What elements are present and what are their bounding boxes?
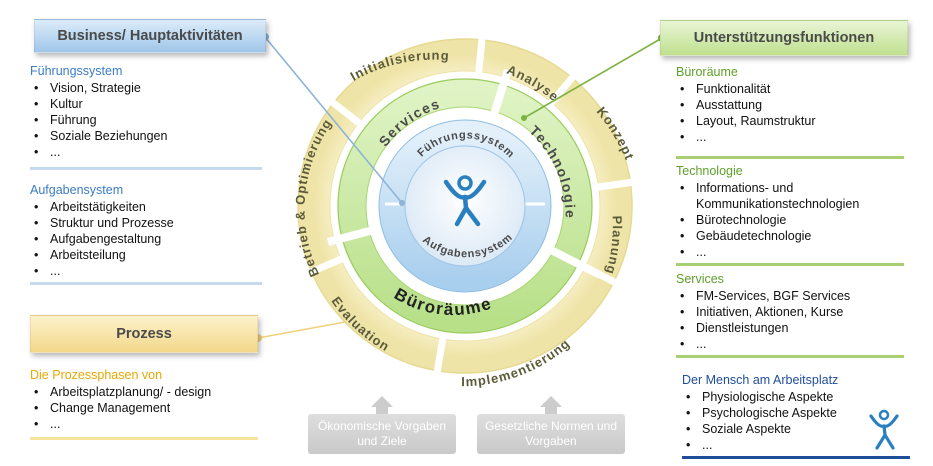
services-list: FM-Services, BGF Services Initiativen, A… [676,288,904,352]
outer-ring [298,39,632,373]
services-section: Services FM-Services, BGF Services Initi… [676,272,904,358]
inner-ring-edge [378,119,552,293]
fuehrungssystem-title: Führungssystem [30,64,123,78]
list-item: Arbeitsteilung [30,247,262,263]
middle-ring-edge [337,78,593,334]
list-item: Arbeitstätigkeiten [30,199,262,215]
list-item: Change Management [30,400,258,416]
list-item: Struktur und Prozesse [30,215,262,231]
outer-ring-inner-edge [329,70,601,342]
gesetzliche-line-1: Gesetzliche Normen und [484,419,618,433]
list-item: ... [682,437,910,453]
mensch-section: Der Mensch am Arbeitsplatz Physiologisch… [682,373,910,459]
mensch-list: Physiologische Aspekte Psychologische As… [682,389,910,453]
list-item: Kultur [30,96,262,112]
connector-business [264,36,403,204]
technologie-section: Technologie Informations- und Kommunikat… [676,164,904,266]
connector-support-end [521,115,527,121]
business-header: Business/ Hauptaktivitäten [34,19,266,53]
list-item: Aufgabengestaltung [30,231,262,247]
list-item: Initiativen, Aktionen, Kurse [676,304,904,320]
oekonomische-line-2: und Ziele [357,434,407,448]
aufgabensystem-list: Arbeitstätigkeiten Struktur und Prozesse… [30,199,262,279]
mensch-title: Der Mensch am Arbeitsplatz [682,373,839,387]
connector-prozess [257,321,346,339]
inner-ring [379,120,551,292]
list-item: FM-Services, BGF Services [676,288,904,304]
list-item: ... [30,263,262,279]
list-item: Physiologische Aspekte [682,389,910,405]
prozess-section: Die Prozessphasen von Arbeitsplatzplanun… [30,368,258,440]
list-item: Funktionalität [676,81,904,97]
list-item: Vision, Strategie [30,80,262,96]
prozess-title: Die Prozessphasen von [30,368,163,382]
oekonomische-line-1: Ökonomische Vorgaben [317,419,447,433]
connector-business-end [399,200,405,206]
oekonomische-vorgaben-box: Ökonomische Vorgaben und Ziele [308,414,456,454]
list-item: Führung [30,112,262,128]
bueroraeume-section: Büroräume Funktionalität Ausstattung Lay… [676,65,904,159]
gesetzliche-line-2: Vorgaben [525,434,577,448]
list-item: Layout, Raumstruktur [676,113,904,129]
gesetzliche-normen-box: Gesetzliche Normen und Vorgaben [477,414,625,454]
aufgabensystem-title: Aufgabensystem [30,183,124,197]
arrow-up-icon-right [540,396,562,407]
services-title: Services [676,272,724,286]
bueroraeume-list: Funktionalität Ausstattung Layout, Raums… [676,81,904,145]
outer-ring-edge [297,38,633,374]
list-item: ... [676,336,904,352]
arrow-up-icon-left [371,396,393,407]
middle-ring [338,79,592,333]
technologie-list: Informations- und Kommunikationstechnolo… [676,180,904,260]
list-item: Soziale Beziehungen [30,128,262,144]
list-item: ... [676,129,904,145]
list-item: ... [30,416,258,432]
person-icon-small [869,409,899,450]
list-item: ... [30,144,262,160]
list-item: Arbeitsplatzplanung/ - design [30,384,258,400]
middle-ring-inner-edge [365,106,565,306]
fuehrungssystem-section: Führungssystem Vision, Strategie Kultur … [30,64,262,170]
arrow-up-icon-left-stem [376,407,388,414]
list-item: Ausstattung [676,97,904,113]
list-item: Kommunikationstechnologien [696,197,860,211]
bueroraeume-title: Büroräume [676,65,738,79]
aufgabensystem-section: Aufgabensystem Arbeitstätigkeiten Strukt… [30,183,262,285]
list-item: Soziale Aspekte [682,421,910,437]
list-item: Bürotechnologie [676,212,904,228]
list-item: Informations- und [676,180,904,196]
connector-support [523,37,663,119]
prozess-list: Arbeitsplatzplanung/ - design Change Man… [30,384,258,432]
list-item: Psychologische Aspekte [682,405,910,421]
prozess-header: Prozess [30,315,258,353]
list-item: ... [676,244,904,260]
fuehrungssystem-list: Vision, Strategie Kultur Führung Soziale… [30,80,262,160]
list-item: Dienstleistungen [676,320,904,336]
support-header: Unterstützungsfunktionen [660,20,908,56]
arrow-up-icon-right-stem [545,407,557,414]
technologie-title: Technologie [676,164,743,178]
person-icon [443,175,487,227]
list-item: Gebäudetechnologie [676,228,904,244]
